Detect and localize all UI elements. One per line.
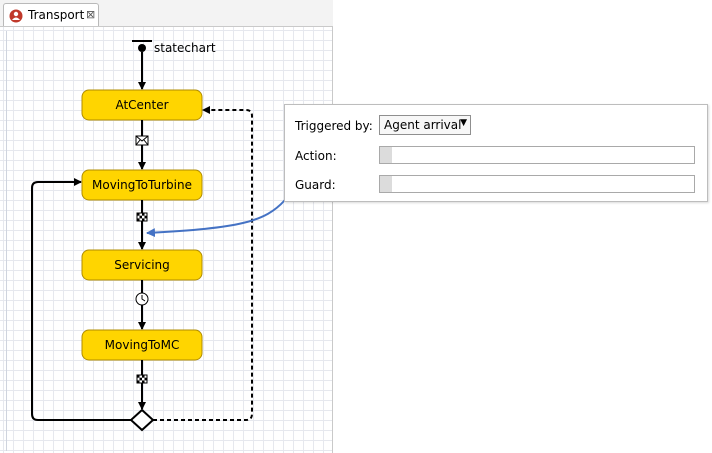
diagram-canvas[interactable] bbox=[0, 27, 333, 453]
action-field-gutter bbox=[380, 147, 392, 163]
guard-field-gutter bbox=[380, 176, 392, 192]
message-envelope-icon bbox=[135, 135, 149, 146]
statechart-entry-label: statechart bbox=[154, 41, 216, 55]
triggered-by-label: Triggered by: bbox=[295, 119, 373, 133]
state-movingtoturbine-label: MovingToTurbine bbox=[92, 178, 192, 192]
properties-callout-connector bbox=[146, 199, 286, 238]
triggered-by-dropdown[interactable]: Agent arrival ▼ bbox=[379, 115, 471, 135]
transport-tab[interactable]: Transport ⊠ bbox=[3, 3, 99, 26]
agent-type-icon bbox=[9, 9, 23, 23]
agent-arrival-flag-icon bbox=[136, 374, 148, 384]
branch-diamond[interactable] bbox=[129, 408, 155, 432]
action-field-box bbox=[379, 146, 695, 164]
guard-field-box bbox=[379, 175, 695, 193]
state-movingtomc-label: MovingToMC bbox=[105, 338, 180, 352]
entry-point-dot[interactable] bbox=[138, 44, 146, 52]
chevron-down-icon: ▼ bbox=[460, 118, 467, 128]
transition-branch-to-turbine[interactable] bbox=[31, 178, 131, 421]
tab-title: Transport bbox=[28, 8, 85, 22]
state-servicing-label: Servicing bbox=[114, 258, 170, 272]
transition-branch-to-center[interactable] bbox=[153, 106, 253, 421]
action-field[interactable] bbox=[393, 147, 695, 163]
agent-arrival-flag-icon bbox=[136, 212, 148, 222]
state-atcenter-label: AtCenter bbox=[115, 98, 168, 112]
triggered-by-value: Agent arrival bbox=[384, 118, 462, 132]
transition-properties-popup: Triggered by: Agent arrival ▼ Action: Gu… bbox=[284, 104, 708, 202]
close-icon[interactable]: ⊠ bbox=[86, 8, 96, 21]
action-label: Action: bbox=[295, 149, 337, 163]
timeout-clock-icon bbox=[135, 292, 149, 306]
guard-label: Guard: bbox=[295, 178, 336, 192]
guard-field[interactable] bbox=[393, 176, 695, 192]
editor-tab-bar: Transport ⊠ bbox=[0, 0, 333, 27]
